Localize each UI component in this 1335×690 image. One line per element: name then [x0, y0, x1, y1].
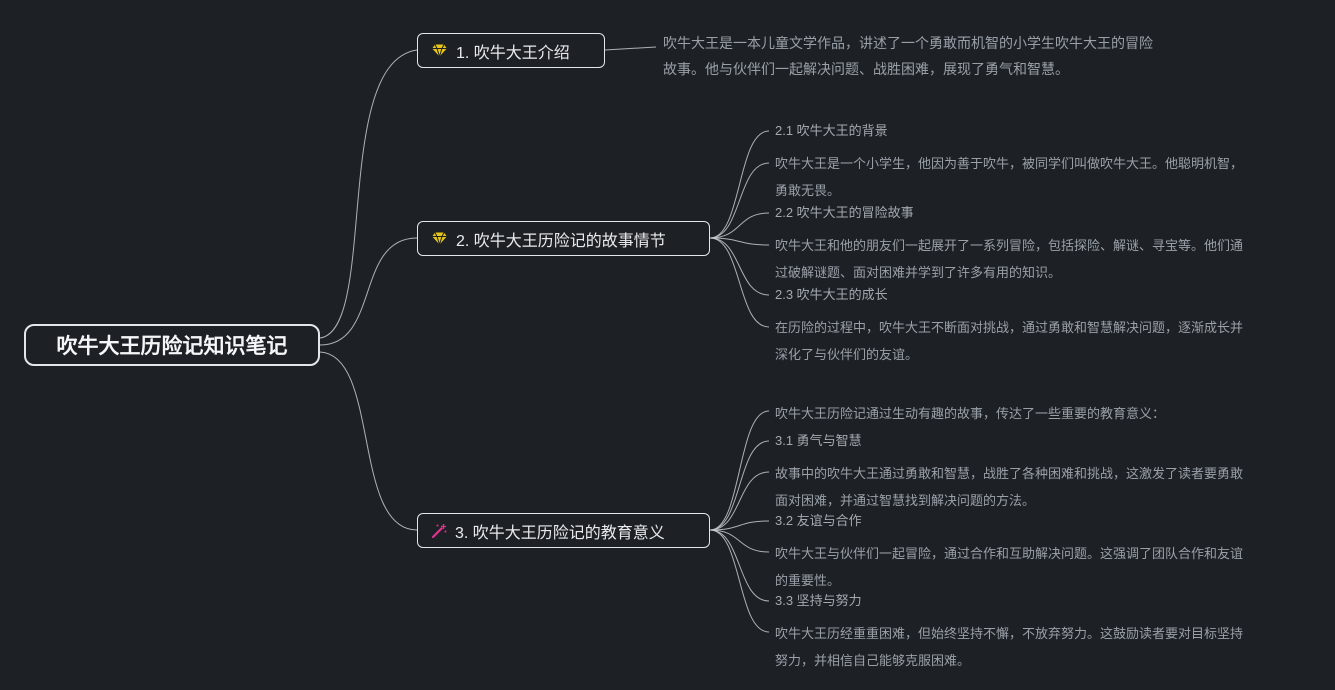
- branch-node-label: 1. 吹牛大王介绍: [456, 44, 570, 62]
- detail-heading[interactable]: 3.3 坚持与努力: [775, 593, 862, 608]
- detail-paragraph[interactable]: 吹牛大王是一本儿童文学作品，讲述了一个勇敢而机智的小学生吹牛大王的冒险故事。他与…: [663, 35, 1153, 77]
- detail-heading[interactable]: 3.1 勇气与智慧: [775, 433, 862, 448]
- detail-paragraph[interactable]: 故事中的吹牛大王通过勇敢和智慧，战胜了各种困难和挑战，这激发了读者要勇敢面对困难…: [775, 466, 1244, 508]
- detail-paragraph[interactable]: 吹牛大王和他的朋友们一起展开了一系列冒险，包括探险、解谜、寻宝等。他们通过破解谜…: [775, 238, 1244, 280]
- branch-node-label: 2. 吹牛大王历险记的故事情节: [456, 232, 666, 250]
- root-node-label: 吹牛大王历险记知识笔记: [56, 335, 288, 358]
- detail-paragraph[interactable]: 吹牛大王是一个小学生，他因为善于吹牛，被同学们叫做吹牛大王。他聪明机智，勇敢无畏…: [775, 156, 1244, 198]
- detail-paragraph[interactable]: 吹牛大王与伙伴们一起冒险，通过合作和互助解决问题。这强调了团队合作和友谊的重要性…: [775, 546, 1244, 588]
- detail-paragraph[interactable]: 吹牛大王历经重重困难，但始终坚持不懈，不放弃努力。这鼓励读者要对目标坚持努力，并…: [775, 626, 1244, 668]
- detail-paragraph[interactable]: 在历险的过程中，吹牛大王不断面对挑战，通过勇敢和智慧解决问题，逐渐成长并深化了与…: [775, 320, 1244, 362]
- gem-icon: [431, 231, 448, 246]
- detail-heading[interactable]: 2.2 吹牛大王的冒险故事: [775, 205, 914, 220]
- detail-paragraph[interactable]: 吹牛大王历险记通过生动有趣的故事，传达了一些重要的教育意义：: [775, 406, 1166, 421]
- branch-node-plot[interactable]: 2. 吹牛大王历险记的故事情节: [417, 221, 710, 256]
- gem-icon: [431, 43, 448, 58]
- detail-heading[interactable]: 2.1 吹牛大王的背景: [775, 123, 888, 138]
- branch-node-intro[interactable]: 1. 吹牛大王介绍: [417, 33, 605, 68]
- branch-node-label: 3. 吹牛大王历险记的教育意义: [455, 524, 665, 542]
- detail-heading[interactable]: 3.2 友谊与合作: [775, 513, 862, 528]
- root-node[interactable]: 吹牛大王历险记知识笔记: [24, 324, 320, 366]
- detail-heading[interactable]: 2.3 吹牛大王的成长: [775, 287, 888, 302]
- branch-node-education[interactable]: 3. 吹牛大王历险记的教育意义: [417, 513, 710, 548]
- wand-icon: [431, 523, 447, 539]
